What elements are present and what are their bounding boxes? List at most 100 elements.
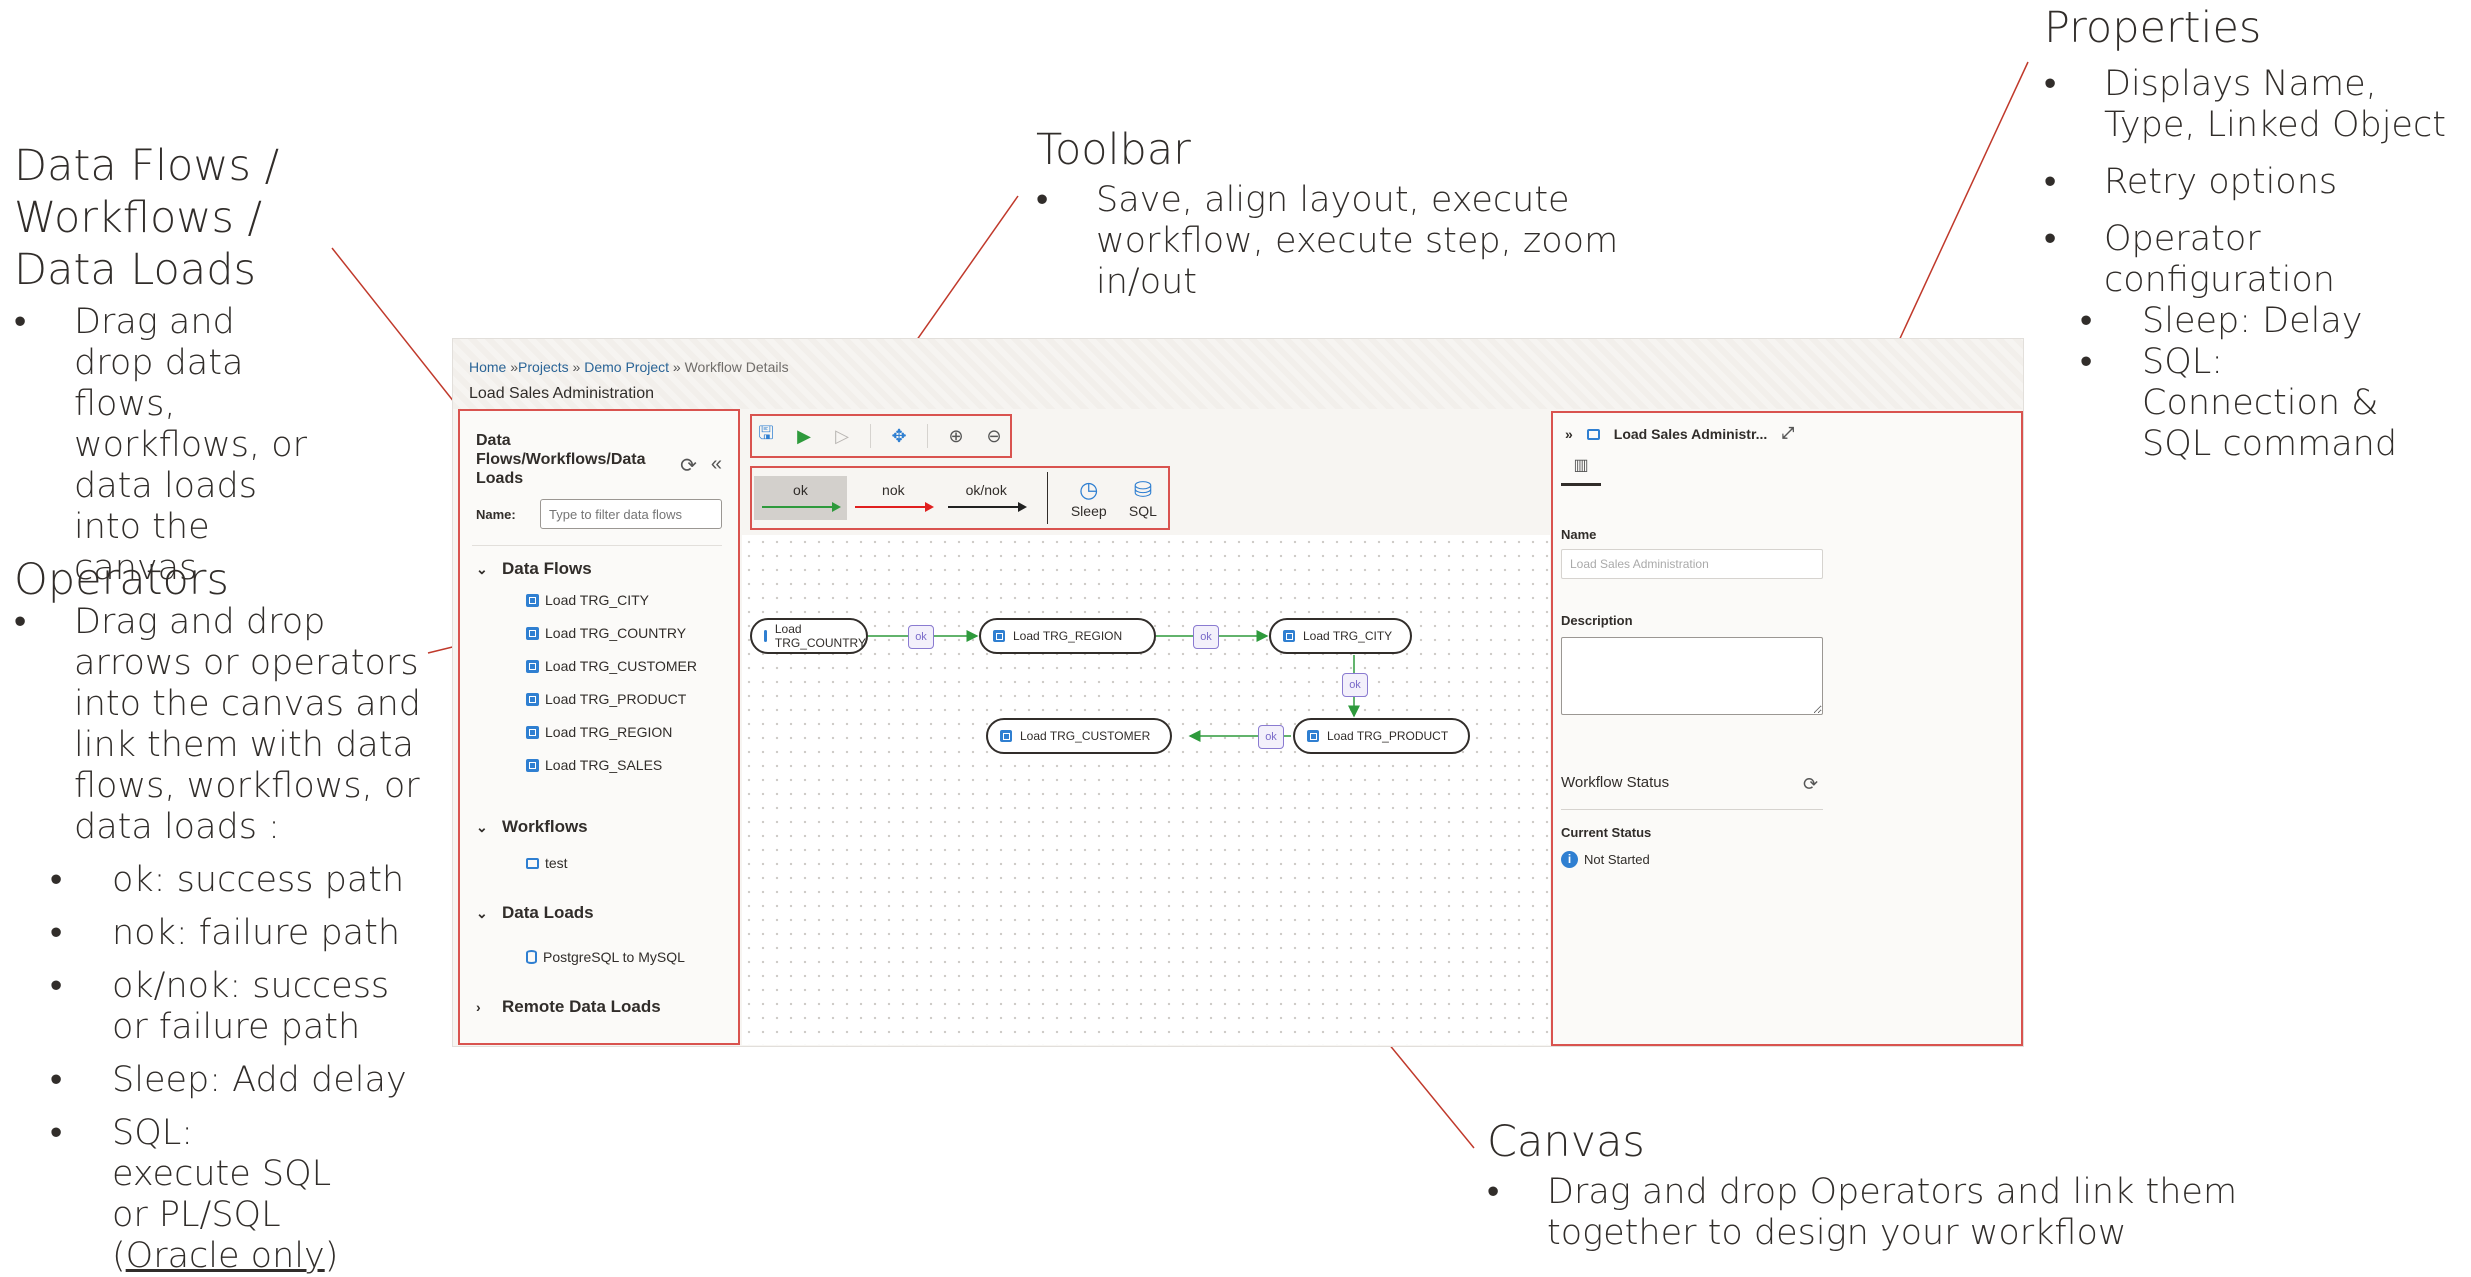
- workflow-node[interactable]: Load TRG_CUSTOMER: [986, 718, 1172, 754]
- workflow-node[interactable]: Load TRG_PRODUCT: [1293, 718, 1470, 754]
- data-flow-icon: [993, 630, 1005, 642]
- section-remote-data-loads[interactable]: ›Remote Data Loads: [476, 997, 661, 1017]
- annotation-title: Canvas: [1487, 1117, 1645, 1167]
- highlight-toolbar: [750, 414, 1012, 458]
- chevron-down-icon: ⌄: [476, 904, 488, 921]
- properties-header: » Load Sales Administr... ⤢: [1565, 425, 2001, 443]
- section-data-loads[interactable]: ⌄Data Loads: [476, 903, 594, 923]
- section-workflows[interactable]: ⌄ Workflows: [476, 817, 588, 837]
- oknok-operator[interactable]: ok/nok: [940, 476, 1033, 520]
- link-label[interactable]: ok: [1193, 625, 1219, 649]
- list-item[interactable]: Load TRG_PRODUCT: [526, 691, 686, 707]
- nok-operator[interactable]: nok: [847, 476, 940, 520]
- breadcrumb-home[interactable]: Home: [469, 359, 507, 375]
- list-item-label: Load TRG_SALES: [545, 757, 663, 773]
- data-flow-icon: [526, 659, 539, 673]
- collapse-icon[interactable]: «: [710, 453, 722, 475]
- database-icon: ⛁: [1133, 477, 1153, 502]
- sleep-operator[interactable]: ◷Sleep: [1062, 477, 1116, 519]
- list-item[interactable]: Load TRG_COUNTRY: [526, 625, 686, 641]
- sql-operator[interactable]: ⛁SQL: [1116, 477, 1170, 519]
- properties-title: Load Sales Administr...: [1613, 426, 1768, 442]
- list-item[interactable]: Load TRG_SALES: [526, 757, 662, 773]
- chevron-down-icon: ⌄: [476, 818, 488, 835]
- workflow-node[interactable]: Load TRG_REGION: [979, 618, 1156, 654]
- node-label: Load TRG_REGION: [1013, 629, 1123, 643]
- palette-divider: [1046, 472, 1048, 524]
- data-flow-icon: [526, 692, 539, 706]
- data-flow-icon: [526, 593, 539, 607]
- breadcrumb-demo-project[interactable]: Demo Project: [584, 359, 670, 375]
- status-value: Not Started: [1584, 852, 1650, 867]
- breadcrumb-projects[interactable]: Projects: [518, 359, 569, 375]
- annotation-title: Toolbar: [1036, 125, 1191, 175]
- breadcrumb: Home »Projects » Demo Project » Workflow…: [469, 359, 789, 375]
- list-item-label: Load TRG_COUNTRY: [545, 625, 687, 641]
- link-label[interactable]: ok: [1342, 673, 1368, 697]
- annotation-canvas: Canvas Drag and drop Operators and link …: [1487, 1116, 2287, 1254]
- execute-step-icon[interactable]: ▷: [835, 425, 849, 446]
- annotation-bullet: Displays Name, Type, Linked Object: [2044, 64, 2464, 146]
- list-item[interactable]: Load TRG_CUSTOMER: [526, 658, 697, 674]
- zoom-out-icon[interactable]: ⊖: [986, 425, 1002, 446]
- annotation-sub-bullet: ok/nok: success or failure path: [50, 966, 430, 1048]
- breadcrumb-separator: »: [568, 359, 585, 375]
- chevron-down-icon: ⌄: [476, 560, 488, 577]
- list-item[interactable]: PostgreSQL to MySQL: [526, 949, 685, 965]
- data-flows-panel: Data Flows/Workflows/Data Loads ⟳ « Name…: [458, 409, 740, 1045]
- annotation-sub-bullet: ok: success path: [50, 860, 430, 901]
- expand-panel-icon[interactable]: »: [1565, 426, 1573, 442]
- sql-bullet-prefix: SQL: execute SQL or PL/SQL (: [112, 1113, 332, 1276]
- name-filter-input[interactable]: [540, 499, 722, 529]
- data-flow-icon: [526, 626, 539, 640]
- arrow-icon: [854, 502, 934, 512]
- list-item-label: Load TRG_REGION: [545, 724, 673, 740]
- description-field[interactable]: [1561, 637, 1823, 715]
- app-window: Home »Projects » Demo Project » Workflow…: [452, 338, 2024, 1047]
- operator-label: Sleep: [1070, 503, 1107, 519]
- list-item[interactable]: Load TRG_REGION: [526, 724, 672, 740]
- annotation-bullet: Retry options: [2044, 162, 2464, 203]
- zoom-in-icon[interactable]: ⊕: [948, 425, 964, 446]
- section-label: Workflows: [502, 817, 588, 836]
- tab-general[interactable]: ▥: [1561, 455, 1601, 486]
- breadcrumb-separator: »: [669, 359, 685, 375]
- properties-panel: » Load Sales Administr... ⤢ ▥ Name Descr…: [1551, 411, 2021, 1044]
- operator-label: SQL: [1128, 503, 1157, 519]
- refresh-icon[interactable]: ⟳: [1803, 774, 1819, 794]
- workflow-node[interactable]: Load TRG_COUNTRY: [750, 618, 868, 654]
- name-field[interactable]: [1561, 549, 1823, 579]
- columns-icon: ▥: [1573, 457, 1589, 474]
- data-flow-icon: [1000, 730, 1012, 742]
- annotation-bullet: Drag and drop data flows, workflows, or …: [14, 302, 324, 589]
- panel-title: Data Flows/Workflows/Data Loads: [476, 432, 646, 487]
- annotation-properties: Properties Displays Name, Type, Linked O…: [2044, 2, 2464, 465]
- section-data-flows[interactable]: ⌄Data Flows: [476, 559, 592, 579]
- highlight-data-flows-panel: [458, 409, 740, 1045]
- node-label: Load TRG_PRODUCT: [1327, 729, 1449, 743]
- highlight-operators-palette: [750, 466, 1170, 530]
- node-label: Load TRG_COUNTRY: [774, 622, 866, 650]
- align-layout-icon[interactable]: ✥: [891, 425, 907, 446]
- panel-actions: ⟳ «: [680, 453, 722, 478]
- workflow-status-label: Workflow Status: [1561, 774, 1670, 791]
- list-item[interactable]: Load TRG_CITY: [526, 592, 649, 608]
- annotation-bullet: Drag and drop arrows or operators into t…: [14, 602, 424, 848]
- list-item-label: PostgreSQL to MySQL: [543, 949, 685, 965]
- ok-operator[interactable]: ok: [754, 476, 847, 520]
- workflow-node[interactable]: Load TRG_CITY: [1269, 618, 1412, 654]
- divider: [472, 545, 722, 546]
- annotation-sub-bullet: SQL: execute SQL or PL/SQL (Oracle only): [50, 1113, 342, 1277]
- current-status-label: Current Status: [1561, 825, 1652, 840]
- data-flow-icon: [1307, 730, 1319, 742]
- list-item[interactable]: test: [526, 855, 568, 871]
- data-flow-icon: [526, 758, 539, 772]
- link-label[interactable]: ok: [908, 625, 934, 649]
- execute-workflow-icon[interactable]: ▶: [797, 425, 811, 446]
- refresh-icon[interactable]: ⟳: [680, 455, 697, 477]
- workflow-canvas[interactable]: Load TRG_COUNTRY Load TRG_REGION Load TR…: [742, 535, 1550, 1045]
- save-icon[interactable]: 🖫: [758, 423, 774, 443]
- link-label[interactable]: ok: [1258, 725, 1284, 749]
- maximize-icon[interactable]: ⤢: [1781, 425, 1795, 442]
- annotation-sub-bullet: nok: failure path: [50, 913, 430, 954]
